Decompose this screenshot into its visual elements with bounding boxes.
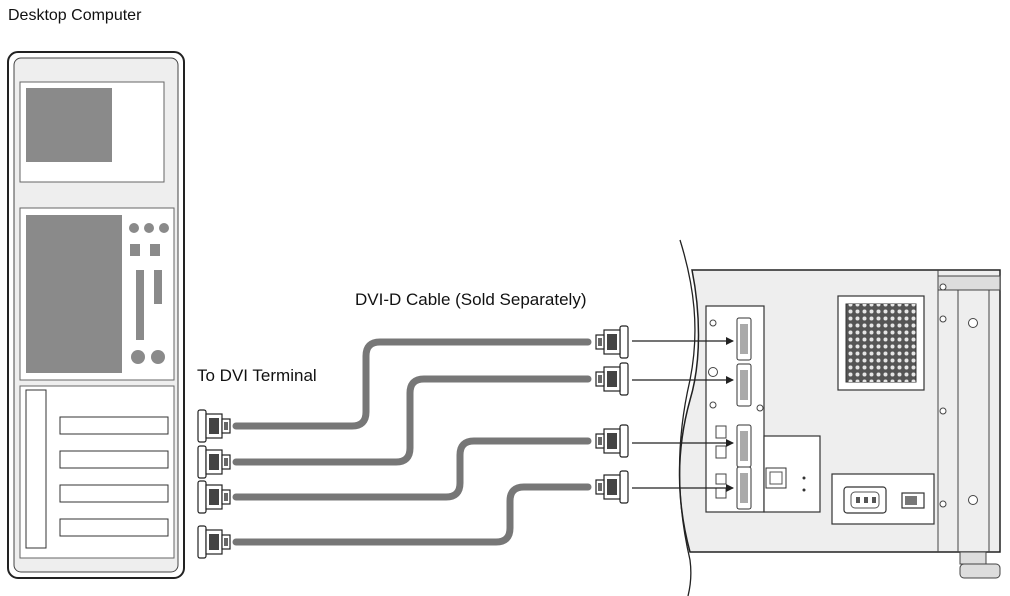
expansion-slot	[59, 450, 169, 469]
dvi-d-cables	[232, 338, 592, 546]
expansion-slot	[59, 518, 169, 537]
power-switch-icon	[901, 492, 925, 509]
foot	[959, 563, 1001, 579]
connectors	[197, 325, 629, 559]
front-bay	[26, 215, 122, 373]
drive-slot	[26, 88, 112, 162]
expansion-slot	[59, 484, 169, 503]
dvi-d-cable	[232, 483, 592, 546]
dvi-connector-icon	[595, 424, 629, 458]
cable-label: DVI-D Cable (Sold Separately)	[355, 290, 587, 309]
dvi-connector-icon	[197, 409, 231, 443]
arrows	[632, 337, 734, 492]
dvi-connector-icon	[595, 470, 629, 504]
computer-label: Desktop Computer	[8, 7, 142, 24]
dvi-connector-icon	[595, 362, 629, 396]
dvi-connector-icon	[197, 445, 231, 479]
display-unit	[678, 239, 1001, 596]
input-panel	[705, 305, 821, 513]
dvi-d-cable	[232, 437, 592, 501]
dvi-connector-icon	[595, 325, 629, 359]
cut-line	[678, 239, 696, 596]
vent-grille-icon	[837, 295, 925, 391]
dvi-d-cable	[232, 375, 592, 466]
terminal-label: To DVI Terminal	[197, 366, 317, 385]
expansion-slot	[59, 416, 169, 435]
desktop-computer	[7, 51, 185, 579]
dvi-connector-icon	[197, 525, 231, 559]
dvi-connector-icon	[197, 480, 231, 514]
dvi-d-cable	[232, 338, 592, 430]
